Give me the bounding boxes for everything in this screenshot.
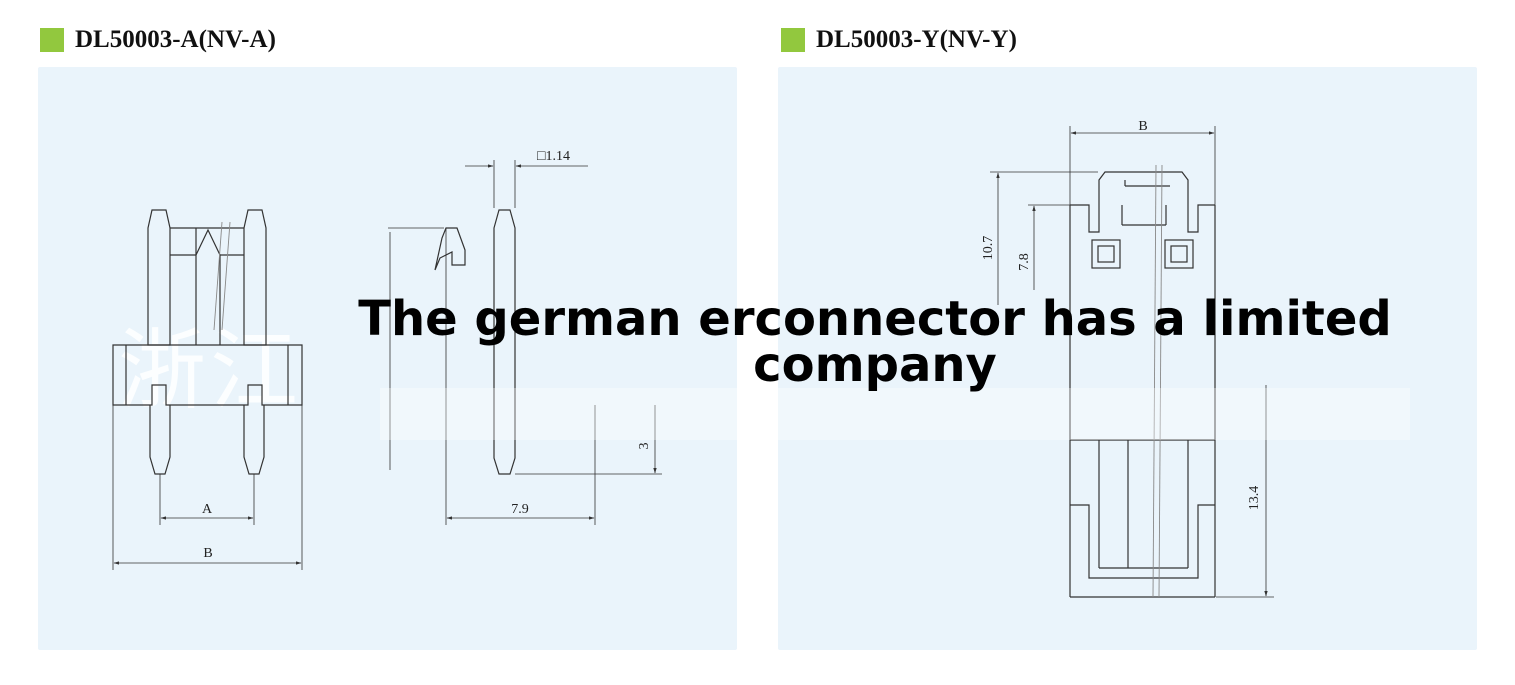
dim-h3-label: 13.4 (1247, 486, 1262, 511)
left-drawing-panel (38, 67, 737, 650)
right-dims (990, 126, 1274, 598)
watermark-band (380, 388, 1410, 440)
right-title-text: DL50003-Y(NV-Y) (816, 26, 1017, 53)
dim-right-b-label: B (1138, 119, 1147, 134)
right-title-marker (781, 28, 805, 52)
right-title: DL50003-Y(NV-Y) (781, 24, 1017, 56)
dim-a-label: A (202, 502, 213, 517)
dim-b-label: B (203, 546, 212, 561)
dim-length-label: 7.9 (511, 502, 529, 517)
left-front-view (112, 209, 303, 475)
left-side-dims (388, 160, 662, 525)
right-header-view (1069, 164, 1216, 598)
dim-tail-label: 3 (637, 443, 652, 450)
dim-h1-label: 10.7 (981, 236, 996, 261)
dim-square-label: □1.14 (537, 149, 570, 164)
left-title: DL50003-A(NV-A) (40, 24, 276, 56)
overlay-caption: The german erconnector has a limited com… (358, 291, 1392, 393)
left-title-text: DL50003-A(NV-A) (75, 26, 276, 53)
dim-h2-label: 7.8 (1017, 253, 1032, 271)
left-front-dims (112, 405, 303, 570)
left-title-marker (40, 28, 64, 52)
